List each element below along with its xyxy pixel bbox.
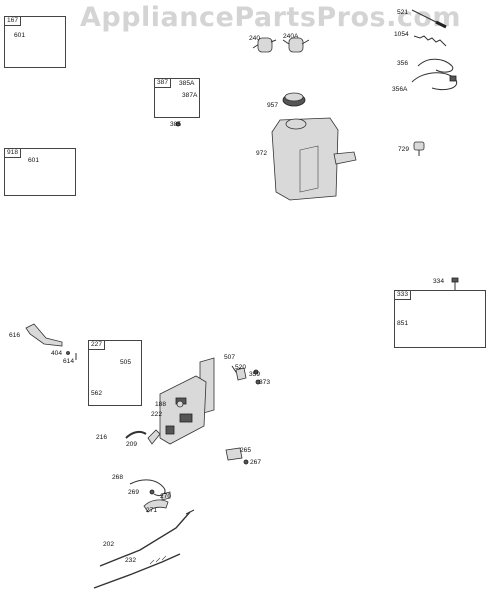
part-label: 972 — [256, 150, 268, 157]
part-label: 188 — [155, 401, 167, 408]
part-box-387: 387 — [154, 78, 200, 118]
part-label: 209 — [126, 441, 138, 448]
part-label: 385 — [170, 121, 182, 128]
part-label: 232 — [125, 557, 137, 564]
part-label: 520 — [235, 364, 247, 371]
part-label: 616 — [9, 332, 21, 339]
part-label: 267 — [250, 459, 262, 466]
part-label: 404 — [51, 350, 63, 357]
part-label: 957 — [267, 102, 279, 109]
link-216 — [125, 430, 147, 439]
spring-1054 — [413, 35, 447, 47]
throttle-rod-616 — [25, 323, 63, 347]
part-label: 269 — [128, 489, 140, 496]
screw-373 — [255, 379, 261, 385]
part-label: 562 — [91, 390, 103, 397]
part-label: 240 — [249, 35, 261, 42]
part-label: 240A — [283, 33, 299, 40]
part-label: 507 — [224, 354, 236, 361]
rod-232 — [93, 553, 181, 589]
part-label: 334 — [433, 278, 445, 285]
cable-356a — [411, 72, 458, 91]
part-label: 373 — [259, 379, 271, 386]
link-209 — [147, 429, 161, 445]
box-tag-227: 227 — [89, 341, 106, 350]
box-tag-387: 387 — [155, 79, 172, 88]
part-label: 271 — [146, 507, 158, 514]
part-label: 222 — [151, 411, 163, 418]
part-label: 216 — [96, 434, 108, 441]
part-label: 359 — [249, 371, 261, 378]
part-label: 1054 — [394, 31, 409, 38]
part-box-167: 167 — [4, 16, 66, 68]
clip-520 — [235, 367, 247, 381]
part-label: 268 — [112, 474, 124, 481]
part-box-227: 227 — [88, 340, 142, 406]
box-tag-167: 167 — [5, 17, 22, 26]
part-label: 851 — [397, 320, 409, 327]
fitting-729 — [413, 141, 425, 156]
part-label: 265 — [240, 447, 252, 454]
clamp-269 — [149, 489, 155, 495]
clip-265 — [225, 447, 243, 461]
part-label: 356 — [397, 60, 409, 67]
part-label: 356A — [392, 86, 408, 93]
part-label: 614 — [63, 358, 75, 365]
fuel-filter-240 — [252, 37, 277, 53]
rod-202 — [99, 509, 195, 567]
screw-267 — [243, 459, 249, 465]
fuel-cap-957 — [282, 92, 306, 107]
part-label: 202 — [103, 541, 115, 548]
cable-356 — [417, 58, 454, 73]
box-tag-918: 918 — [5, 149, 22, 158]
clip-270 — [161, 491, 171, 501]
part-box-333: 333 — [394, 290, 486, 348]
control-bracket — [159, 357, 215, 445]
pin-359 — [253, 369, 259, 375]
fuel-tank-972 — [271, 117, 357, 201]
part-label: 601 — [14, 32, 26, 39]
bracket-271 — [143, 499, 169, 513]
part-label: 521 — [397, 9, 409, 16]
part-label: 387A — [182, 92, 198, 99]
pin-404 — [66, 351, 70, 355]
part-label: 505 — [120, 359, 132, 366]
part-box-918: 918 — [4, 148, 76, 196]
part-label: 270 — [160, 493, 172, 500]
part-label: 385A — [179, 80, 195, 87]
box-tag-333: 333 — [395, 291, 412, 300]
rod-521 — [411, 9, 447, 29]
fuel-filter-240a — [282, 37, 310, 53]
part-label: 601 — [28, 157, 40, 164]
part-label: 729 — [398, 146, 410, 153]
watermark-text: AppliancePartsPros.com — [80, 2, 462, 33]
cable-268 — [129, 479, 166, 497]
